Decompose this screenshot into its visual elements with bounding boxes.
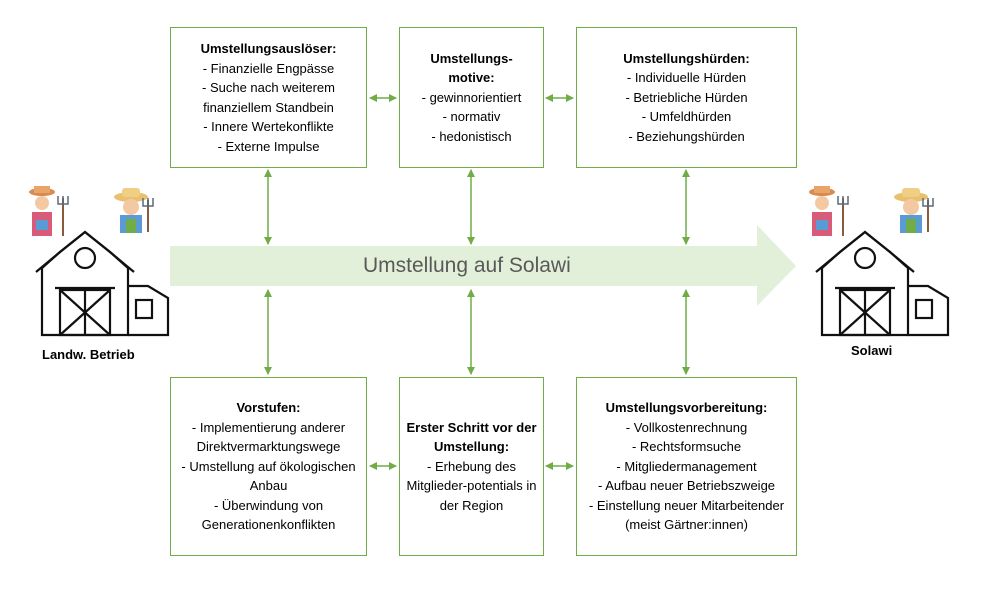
list-item: - Mitgliedermanagement bbox=[616, 458, 757, 474]
list-item: - Individuelle Hürden bbox=[626, 70, 747, 86]
list-item: - Rechtsformsuche bbox=[631, 439, 742, 455]
box-umstellungsausloeser: Umstellungsauslöser: - Finanzielle Engpä… bbox=[170, 27, 367, 168]
barn-icon bbox=[815, 230, 950, 337]
box-umstellungshuerden: Umstellungshürden: - Individuelle Hürden… bbox=[576, 27, 797, 168]
farmer-woman-icon bbox=[29, 186, 69, 236]
left-farm-illustration bbox=[29, 186, 170, 337]
list-item: - Innere Wertekonflikte bbox=[203, 119, 334, 134]
list-item: - Erhebung des Mitglieder-potentials in … bbox=[406, 458, 537, 513]
box-title: Umstellungsauslöser: bbox=[200, 41, 337, 56]
list-item: - Finanzielle Engpässe bbox=[202, 60, 335, 76]
box-vorstufen: Vorstufen: - Implementierung anderer Dir… bbox=[170, 377, 367, 556]
box-erster-schritt: Erster Schritt vor der Umstellung: - Erh… bbox=[399, 377, 544, 556]
central-arrow bbox=[170, 225, 796, 306]
box-title: Umstellungs- motive: bbox=[430, 50, 513, 86]
list-item: - gewinnorientiert bbox=[421, 89, 522, 105]
farmer-woman-icon bbox=[809, 186, 849, 236]
list-item: - Umstellung auf ökologischen Anbau bbox=[181, 458, 356, 494]
right-farm-illustration bbox=[809, 186, 950, 337]
list-item: - Suche nach weiterem finanziellem Stand… bbox=[202, 80, 335, 115]
list-item: - hedonistisch bbox=[431, 128, 512, 144]
farmer-man-icon bbox=[114, 188, 154, 233]
box-title: Vorstufen: bbox=[236, 400, 301, 416]
list-item: - Überwindung von Generationenkonflikten bbox=[201, 497, 336, 533]
barn-icon bbox=[35, 230, 170, 337]
list-item: - Externe Impulse bbox=[217, 138, 320, 154]
list-item: - Einstellung neuer Mitarbeitender (meis… bbox=[588, 497, 785, 533]
list-item: - Implementierung anderer Direktvermarkt… bbox=[191, 419, 346, 455]
list-item: - Beziehungshürden bbox=[628, 128, 745, 144]
left-farm-label: Landw. Betrieb bbox=[42, 347, 135, 362]
list-item: - Vollkostenrechnung bbox=[625, 419, 748, 435]
box-umstellungsvorbereitung: Umstellungsvorbereitung: - Vollkostenrec… bbox=[576, 377, 797, 556]
connectors bbox=[264, 94, 690, 470]
central-arrow-label: Umstellung auf Solawi bbox=[363, 254, 571, 277]
box-title: Umstellungshürden: bbox=[623, 50, 750, 66]
list-item: - normativ bbox=[442, 109, 501, 125]
box-title: Umstellungsvorbereitung: bbox=[605, 400, 768, 416]
box-umstellungsmotive: Umstellungs- motive: - gewinnorientiert … bbox=[399, 27, 544, 168]
list-item: - Betriebliche Hürden bbox=[625, 89, 748, 105]
box-title: Erster Schritt vor der Umstellung: bbox=[406, 419, 537, 455]
list-item: - Aufbau neuer Betriebszweige bbox=[597, 478, 776, 494]
list-item: - Umfeldhürden bbox=[641, 109, 732, 125]
right-farm-label: Solawi bbox=[851, 343, 893, 358]
farmer-man-icon bbox=[894, 188, 934, 233]
